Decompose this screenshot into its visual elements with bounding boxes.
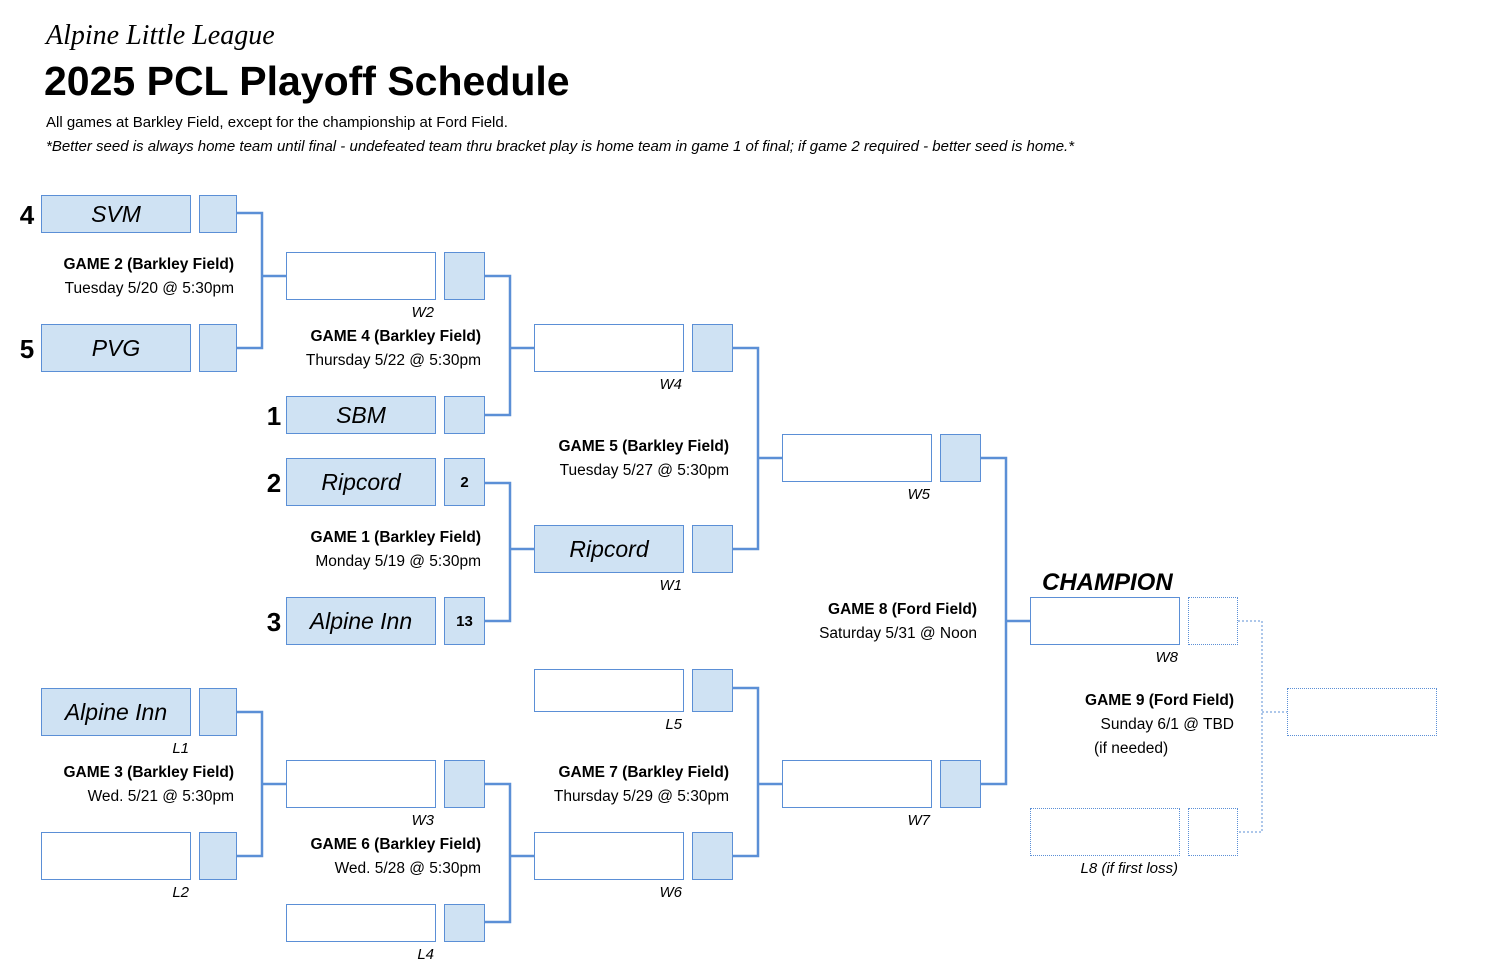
game5-date: Tuesday 5/27 @ 5:30pm [559, 462, 729, 479]
score-box-w4[interactable] [692, 324, 733, 372]
team-slot-w8[interactable] [1030, 597, 1180, 645]
score-box-l4[interactable] [444, 904, 485, 942]
connector-game4 [485, 274, 534, 417]
slot-label-w7: W7 [907, 812, 931, 829]
seed-number-pvg: 5 [19, 334, 35, 364]
score-box-w2[interactable] [444, 252, 485, 300]
slot-label-w8: W8 [1155, 649, 1179, 666]
score-box-w8[interactable] [1188, 597, 1238, 645]
team-slot-w6[interactable] [534, 832, 684, 880]
team-slot-w3[interactable] [286, 760, 436, 808]
team-slot-l1[interactable]: Alpine Inn [41, 688, 191, 736]
game5-title: GAME 5 (Barkley Field) [558, 438, 729, 455]
league-name: Alpine Little League [46, 20, 275, 51]
score-box-pvg[interactable] [199, 324, 237, 372]
final-champion-slot[interactable] [1287, 688, 1437, 736]
slot-label-l2: L2 [172, 884, 189, 901]
game2-date: Tuesday 5/20 @ 5:30pm [64, 280, 234, 297]
slot-label-w1: W1 [659, 577, 683, 594]
connector-game5 [733, 346, 782, 551]
score-box-sbm[interactable] [444, 396, 485, 434]
slot-label-w4: W4 [659, 376, 683, 393]
team-slot-w1[interactable]: Ripcord [534, 525, 684, 573]
game9-if-needed: (if needed) [1094, 740, 1169, 757]
game6-date: Wed. 5/28 @ 5:30pm [334, 860, 481, 877]
score-box-w1[interactable] [692, 525, 733, 573]
team-slot-w7[interactable] [782, 760, 932, 808]
game6-title: GAME 6 (Barkley Field) [310, 836, 481, 853]
game1-title: GAME 1 (Barkley Field) [310, 529, 481, 546]
team-slot-w2[interactable] [286, 252, 436, 300]
connector-game7 [733, 686, 782, 858]
score-box-svm[interactable] [199, 195, 237, 233]
team-slot-w4[interactable] [534, 324, 684, 372]
score-box-l8[interactable] [1188, 808, 1238, 856]
team-slot-l8[interactable] [1030, 808, 1180, 856]
score-box-w5[interactable] [940, 434, 981, 482]
score-box-l2[interactable] [199, 832, 237, 880]
connector-game1 [485, 481, 534, 623]
team-slot-alpine-inn[interactable]: Alpine Inn [286, 597, 436, 645]
champion-label: CHAMPION [1042, 569, 1173, 596]
score-box-l1[interactable] [199, 688, 237, 736]
connector-game8 [981, 456, 1030, 786]
seed-number-svm: 4 [19, 200, 35, 230]
team-slot-sbm[interactable]: SBM [286, 396, 436, 434]
score-box-w7[interactable] [940, 760, 981, 808]
game2-title: GAME 2 (Barkley Field) [63, 256, 234, 273]
slot-label-l4: L4 [417, 946, 434, 963]
game1-date: Monday 5/19 @ 5:30pm [315, 553, 481, 570]
seeding-rule-note: *Better seed is always home team until f… [46, 138, 1075, 155]
seed-number-alpine-inn: 3 [266, 607, 282, 637]
seed-number-sbm: 1 [266, 401, 282, 431]
slot-label-l8: L8 (if first loss) [1080, 860, 1178, 877]
connector-game3 [237, 710, 286, 858]
team-slot-l4[interactable] [286, 904, 436, 942]
team-slot-svm[interactable]: SVM [41, 195, 191, 233]
score-box-ripcord[interactable]: 2 [444, 458, 485, 506]
game8-title: GAME 8 (Ford Field) [828, 601, 977, 618]
slot-label-l5: L5 [665, 716, 682, 733]
team-slot-pvg[interactable]: PVG [41, 324, 191, 372]
game7-title: GAME 7 (Barkley Field) [558, 764, 729, 781]
seed-number-ripcord: 2 [266, 468, 282, 498]
venue-note: All games at Barkley Field, except for t… [46, 114, 508, 131]
score-box-alpine-inn[interactable]: 13 [444, 597, 485, 645]
game4-date: Thursday 5/22 @ 5:30pm [305, 352, 481, 369]
connector-game6 [485, 782, 534, 924]
slot-label-l1: L1 [172, 740, 189, 757]
connector-game9 [1238, 620, 1287, 833]
game4-title: GAME 4 (Barkley Field) [310, 328, 481, 345]
score-box-w6[interactable] [692, 832, 733, 880]
team-slot-ripcord[interactable]: Ripcord [286, 458, 436, 506]
slot-label-w5: W5 [907, 486, 931, 503]
team-slot-l5[interactable] [534, 669, 684, 712]
team-slot-l2[interactable] [41, 832, 191, 880]
slot-label-w3: W3 [411, 812, 435, 829]
slot-label-w6: W6 [659, 884, 683, 901]
game7-date: Thursday 5/29 @ 5:30pm [553, 788, 729, 805]
game8-date: Saturday 5/31 @ Noon [819, 625, 977, 642]
game3-title: GAME 3 (Barkley Field) [63, 764, 234, 781]
game9-title: GAME 9 (Ford Field) [1085, 692, 1234, 709]
page-title: 2025 PCL Playoff Schedule [44, 58, 570, 104]
score-box-w3[interactable] [444, 760, 485, 808]
team-slot-w5[interactable] [782, 434, 932, 482]
score-box-l5[interactable] [692, 669, 733, 712]
game3-date: Wed. 5/21 @ 5:30pm [87, 788, 234, 805]
game9-date: Sunday 6/1 @ TBD [1100, 716, 1235, 733]
slot-label-w2: W2 [411, 304, 435, 321]
connector-game2 [237, 211, 286, 350]
